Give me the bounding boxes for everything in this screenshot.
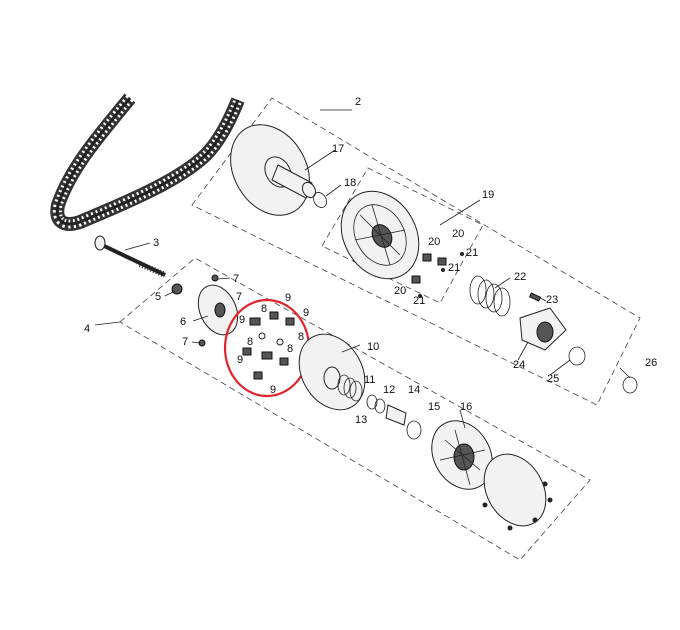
drive-belt — [50, 93, 245, 231]
callout-label: 9 — [285, 292, 291, 304]
callout-label: 3 — [153, 237, 159, 249]
callout-label: 12 — [383, 384, 395, 396]
ring-part-25 — [568, 346, 586, 366]
weights-part-8-9 — [242, 311, 295, 380]
washer-part-12 — [366, 394, 378, 410]
callout-label: 7 — [182, 336, 188, 348]
ring-part-15 — [406, 420, 422, 440]
callout-label: 20 — [452, 228, 464, 240]
callout-label: 19 — [482, 189, 494, 201]
callout-label: 11 — [364, 374, 375, 386]
callout-label: 25 — [547, 373, 559, 385]
callout-label: 26 — [645, 357, 657, 369]
washer-part-13 — [374, 398, 386, 414]
callout-label: 18 — [344, 177, 356, 189]
cover-part-24 — [519, 307, 567, 351]
callout-label: 13 — [355, 414, 367, 426]
nut-part-5 — [171, 283, 183, 295]
callout-label: 24 — [513, 359, 525, 371]
ring-part-18 — [313, 192, 327, 208]
group-19-boundary — [321, 167, 484, 304]
callout-label: 10 — [367, 341, 379, 353]
callout-label: 7 — [233, 273, 239, 285]
callout-labels: 2 3 4 5 6 7 7 7 8 8 8 8 9 9 9 9 9 10 11 … — [84, 96, 657, 426]
pin-part-23 — [528, 292, 542, 302]
callout-label: 21 — [448, 262, 460, 274]
callout-label: 21 — [466, 247, 478, 259]
callout-label: 15 — [428, 401, 440, 413]
leader-lines — [94, 109, 631, 429]
callout-label: 8 — [287, 343, 293, 355]
group-2-boundary — [191, 97, 641, 406]
callout-label: 8 — [247, 336, 253, 348]
spring-part-22 — [469, 275, 511, 317]
callout-label: 9 — [239, 314, 245, 326]
callout-label: 16 — [460, 401, 472, 413]
callout-label: 6 — [180, 316, 186, 328]
callout-label: 9 — [303, 307, 309, 319]
callout-label: 2 — [355, 96, 361, 108]
callout-label: 4 — [84, 323, 90, 335]
screw-part-7 — [211, 274, 219, 282]
callout-label: 5 — [155, 291, 161, 303]
bolt-part-3 — [94, 235, 167, 278]
callout-label: 8 — [298, 331, 304, 343]
ring-part-26 — [622, 376, 638, 394]
cover-plate — [482, 453, 553, 531]
callout-label: 20 — [428, 236, 440, 248]
group-4-boundary — [119, 257, 591, 561]
callout-label: 7 — [236, 291, 242, 303]
fixed-sheave-part-17 — [230, 124, 317, 216]
sheave-part-19 — [340, 190, 420, 280]
movable-sheave-part-10 — [298, 333, 366, 411]
callout-label: 21 — [413, 295, 425, 307]
spring-part-11 — [337, 374, 363, 402]
fan-sheave-part-16 — [431, 420, 493, 490]
callout-label: 22 — [514, 271, 526, 283]
callout-label: 20 — [394, 285, 406, 297]
callout-label: 9 — [270, 384, 276, 396]
rollers-part-20-21 — [411, 252, 464, 298]
bushing-part-14 — [385, 404, 407, 426]
callout-label: 17 — [332, 143, 344, 155]
callout-label: 14 — [408, 384, 420, 396]
callout-label: 23 — [546, 294, 558, 306]
callout-label: 9 — [237, 354, 243, 366]
callout-label: 8 — [261, 303, 267, 315]
ramp-plate-part-6 — [197, 284, 239, 336]
